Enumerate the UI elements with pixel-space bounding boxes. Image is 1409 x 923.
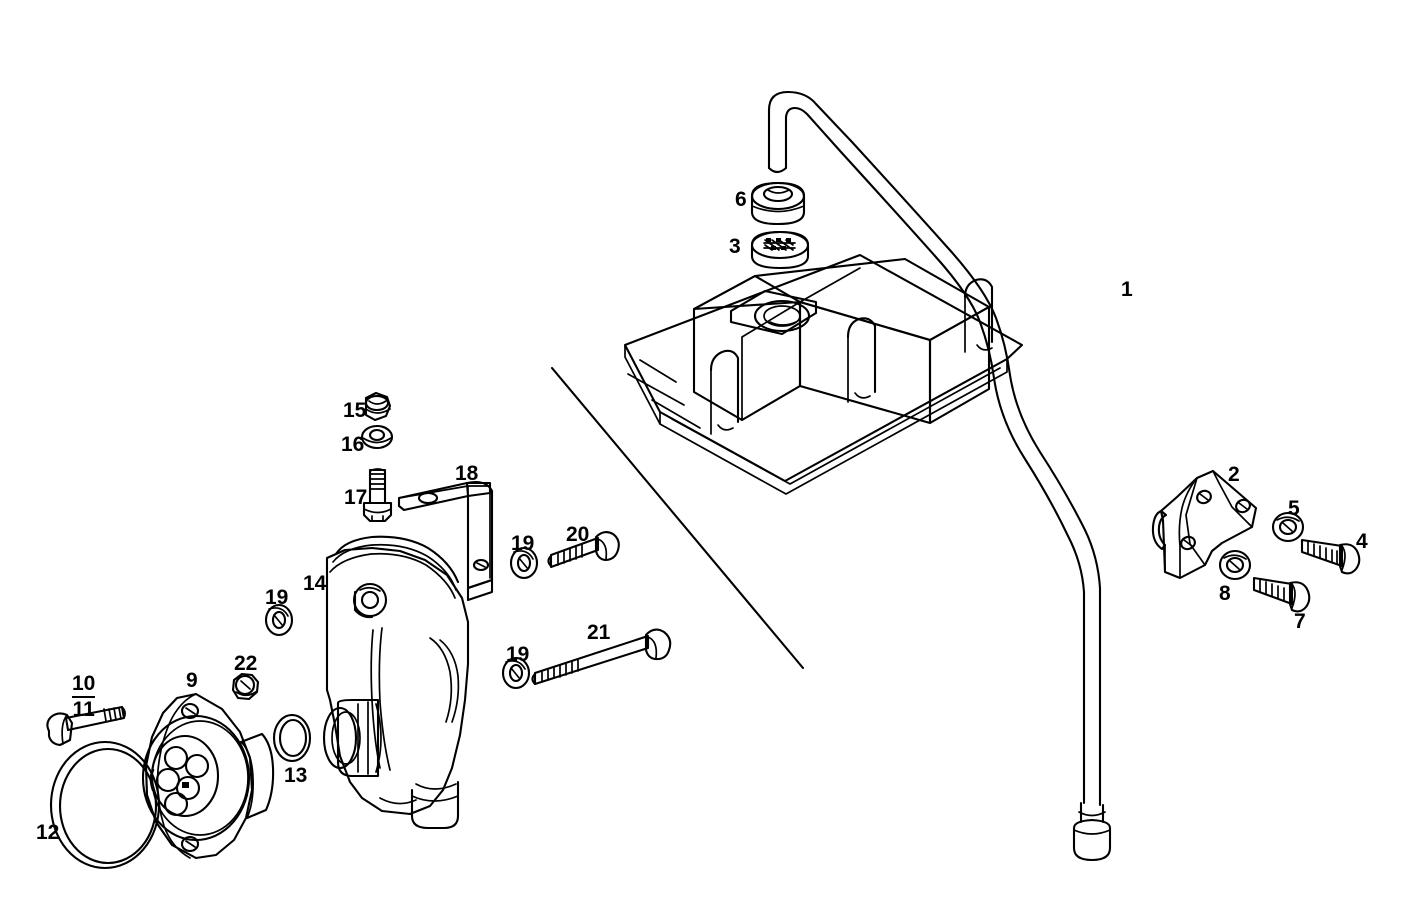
callout-10-label: 10: [72, 672, 96, 695]
callout-9: 9: [186, 669, 198, 692]
callout-divider-bar: [72, 696, 96, 699]
callout-5: 5: [1288, 497, 1300, 520]
mounting-bracket: [1151, 469, 1258, 580]
hex-bolt-lower: [1252, 576, 1311, 613]
callout-18: 18: [455, 462, 479, 485]
callout-19-left: 19: [265, 586, 289, 609]
callout-20: 20: [566, 523, 590, 546]
callout-17: 17: [344, 486, 368, 509]
angle-bracket: [397, 480, 494, 602]
o-ring-seal: [49, 740, 161, 870]
callout-19-lower: 19: [506, 643, 530, 666]
callout-7: 7: [1294, 610, 1306, 633]
pump-cover-flange: [141, 692, 275, 860]
hex-lock-nut: [364, 391, 392, 422]
callout-4: 4: [1356, 530, 1368, 553]
flange-bolt: [46, 705, 126, 747]
callout-15: 15: [343, 399, 367, 422]
callout-1: 1: [1121, 278, 1133, 301]
callout-19-mid: 19: [511, 532, 535, 555]
washer-left: [264, 603, 294, 637]
pump-housing-body: [322, 535, 470, 830]
lock-washer-lower: [1218, 549, 1252, 581]
callout-13: 13: [284, 764, 308, 787]
callout-3: 3: [729, 235, 741, 258]
lock-washer-upper: [1271, 511, 1305, 543]
callout-6: 6: [735, 188, 747, 211]
washer-lower: [501, 656, 531, 690]
callout-2: 2: [1228, 463, 1240, 486]
flat-washer: [360, 424, 394, 450]
filter-screen-disc: [750, 230, 810, 270]
callout-10-11: 10 11: [72, 672, 96, 722]
shaft-seal-ring: [272, 713, 312, 763]
callout-21: 21: [587, 621, 611, 644]
diagonal-divider: [550, 366, 805, 670]
callout-22: 22: [234, 652, 258, 675]
callout-16: 16: [341, 433, 365, 456]
valve-cover: [623, 253, 1024, 495]
stud-bolt: [362, 468, 393, 523]
hex-bolt-long-2: [531, 628, 672, 686]
small-nut: [231, 672, 260, 701]
hex-bolt-short: [547, 531, 620, 569]
washer-mid: [509, 546, 539, 580]
callout-12: 12: [36, 821, 60, 844]
callout-14: 14: [303, 572, 327, 595]
callout-8: 8: [1219, 582, 1231, 605]
hex-bolt-long: [1300, 538, 1361, 575]
sealing-ring-grommet: [750, 181, 806, 226]
callout-11-label: 11: [72, 698, 95, 722]
